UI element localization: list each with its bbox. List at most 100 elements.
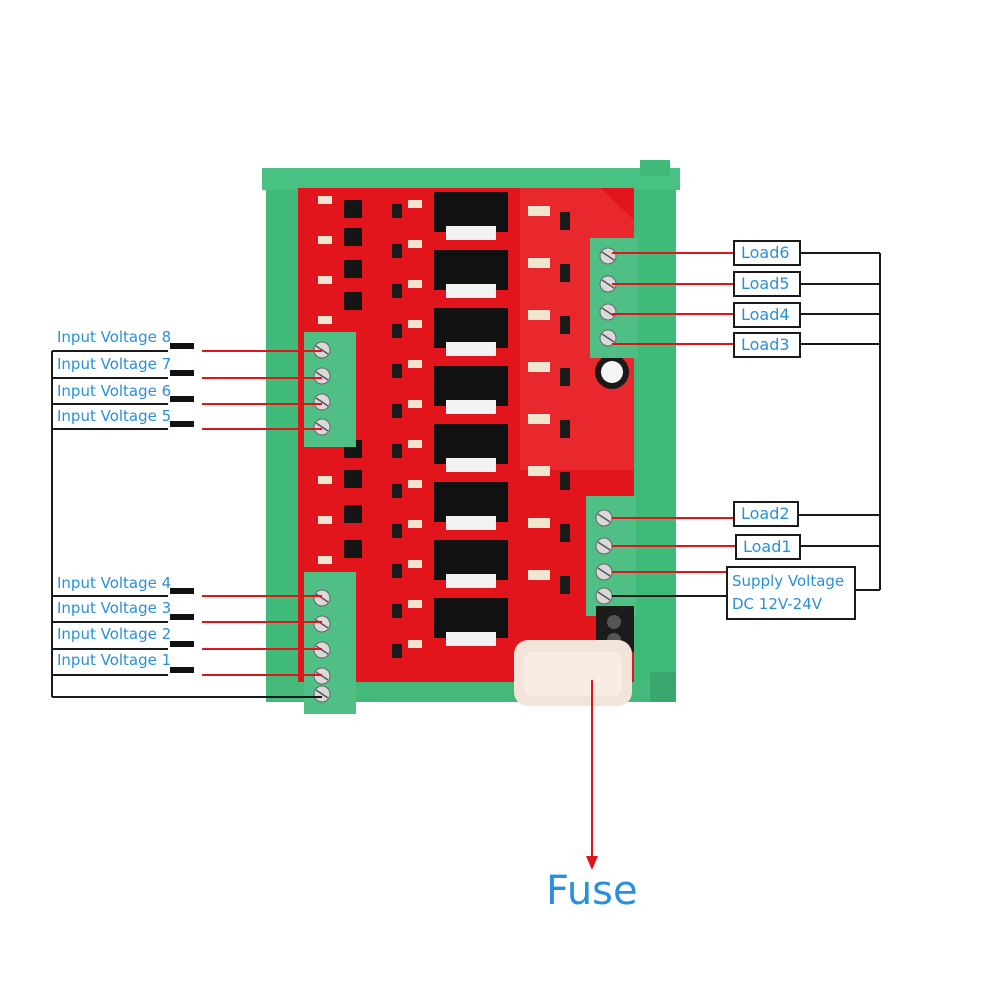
smd-resistor bbox=[408, 200, 422, 208]
heatsink bbox=[434, 192, 508, 232]
mosfet-label bbox=[446, 516, 496, 530]
switch-contact bbox=[170, 588, 194, 594]
smd-led bbox=[528, 570, 550, 580]
smd-diode bbox=[392, 644, 402, 658]
smd-resistor bbox=[408, 400, 422, 408]
load1-box: Load1 bbox=[735, 534, 801, 560]
screw-slot bbox=[601, 333, 615, 343]
smd-diode bbox=[392, 604, 402, 618]
smd-resistor bbox=[318, 476, 332, 484]
heatsink bbox=[434, 308, 508, 348]
smd-diode bbox=[392, 444, 402, 458]
smd-resistor bbox=[408, 280, 422, 288]
terminal-block-y1-y4 bbox=[586, 496, 636, 616]
heatsink bbox=[434, 598, 508, 638]
screw-slot bbox=[597, 567, 611, 577]
smd-resistor bbox=[408, 320, 422, 328]
heatsink bbox=[434, 424, 508, 464]
input-voltage-3-label: Input Voltage 3 bbox=[57, 599, 172, 617]
switch-contact bbox=[170, 421, 194, 427]
smd-diode bbox=[560, 264, 570, 282]
smd-diode bbox=[560, 576, 570, 594]
heatsink bbox=[434, 540, 508, 580]
supply-voltage-line2: DC 12V-24V bbox=[732, 595, 823, 613]
screw-slot bbox=[315, 397, 329, 407]
housing-top-lip bbox=[262, 168, 680, 190]
optocoupler-chip bbox=[344, 505, 362, 523]
screw-slot bbox=[315, 371, 329, 381]
input-voltage-7-label: Input Voltage 7 bbox=[57, 355, 172, 373]
smd-diode bbox=[392, 484, 402, 498]
supply-voltage-line1: Supply Voltage bbox=[732, 572, 845, 590]
switch-contact bbox=[170, 614, 194, 620]
screw-slot bbox=[597, 591, 611, 601]
screw-slot bbox=[597, 513, 611, 523]
switch-contact bbox=[170, 396, 194, 402]
smd-resistor bbox=[408, 480, 422, 488]
smd-resistor bbox=[318, 516, 332, 524]
smd-diode bbox=[392, 284, 402, 298]
smd-resistor bbox=[318, 316, 332, 324]
fuse-label: Fuse bbox=[546, 868, 638, 914]
smd-resistor bbox=[318, 556, 332, 564]
fuse-arrow-head bbox=[586, 856, 598, 870]
smd-resistor bbox=[408, 640, 422, 648]
input-voltage-5-label: Input Voltage 5 bbox=[57, 407, 172, 425]
smd-led bbox=[528, 518, 550, 528]
optocoupler-chip bbox=[344, 292, 362, 310]
heatsink bbox=[434, 250, 508, 290]
housing-rail-clip bbox=[640, 160, 670, 176]
smd-resistor bbox=[318, 276, 332, 284]
smd-diode bbox=[392, 324, 402, 338]
mosfet-label bbox=[446, 632, 496, 646]
load5-box: Load5 bbox=[733, 271, 801, 297]
smd-diode bbox=[392, 404, 402, 418]
smd-diode bbox=[560, 472, 570, 490]
switch-contact bbox=[170, 667, 194, 673]
load4-box: Load4 bbox=[733, 302, 801, 328]
input-voltage-6-label: Input Voltage 6 bbox=[57, 382, 172, 400]
mosfet-label bbox=[446, 342, 496, 356]
wiring bbox=[51, 252, 881, 698]
smd-led bbox=[528, 310, 550, 320]
mosfet-label bbox=[446, 400, 496, 414]
screw-slot bbox=[315, 422, 329, 432]
terminal-block-y5-y8 bbox=[590, 238, 638, 358]
smd-diode bbox=[392, 564, 402, 578]
input-voltage-1-label: Input Voltage 1 bbox=[57, 651, 172, 669]
smd-led bbox=[528, 258, 550, 268]
screw-slot bbox=[601, 279, 615, 289]
smd-resistor bbox=[408, 440, 422, 448]
screw-slot bbox=[601, 251, 615, 261]
housing-foot bbox=[650, 672, 676, 702]
load2-box: Load2 bbox=[733, 501, 799, 527]
load6-box: Load6 bbox=[733, 240, 801, 266]
smd-resistor bbox=[408, 360, 422, 368]
smd-resistor bbox=[408, 560, 422, 568]
switch-contact bbox=[170, 370, 194, 376]
smd-diode bbox=[560, 212, 570, 230]
smd-resistor bbox=[408, 520, 422, 528]
heatsinks bbox=[434, 192, 508, 646]
smd-led bbox=[528, 206, 550, 216]
smd-diode bbox=[392, 364, 402, 378]
smd-led bbox=[528, 466, 550, 476]
input-voltage-4-label: Input Voltage 4 bbox=[57, 574, 172, 592]
optocoupler-chip bbox=[344, 260, 362, 278]
heatsink bbox=[434, 366, 508, 406]
optocoupler-chip bbox=[344, 228, 362, 246]
mosfet-label bbox=[446, 284, 496, 298]
optocoupler-chip bbox=[344, 470, 362, 488]
optocoupler-chip bbox=[344, 200, 362, 218]
smd-diode bbox=[560, 316, 570, 334]
smd-led bbox=[528, 414, 550, 424]
smd-resistor bbox=[318, 196, 332, 204]
smd-led bbox=[528, 362, 550, 372]
smd-resistor bbox=[318, 236, 332, 244]
input-voltage-2-label: Input Voltage 2 bbox=[57, 625, 172, 643]
terminal-block-com-x1-x4 bbox=[304, 572, 356, 714]
heatsink bbox=[434, 482, 508, 522]
supply-voltage-box: Supply Voltage DC 12V-24V bbox=[726, 566, 856, 620]
smd-diode bbox=[392, 244, 402, 258]
